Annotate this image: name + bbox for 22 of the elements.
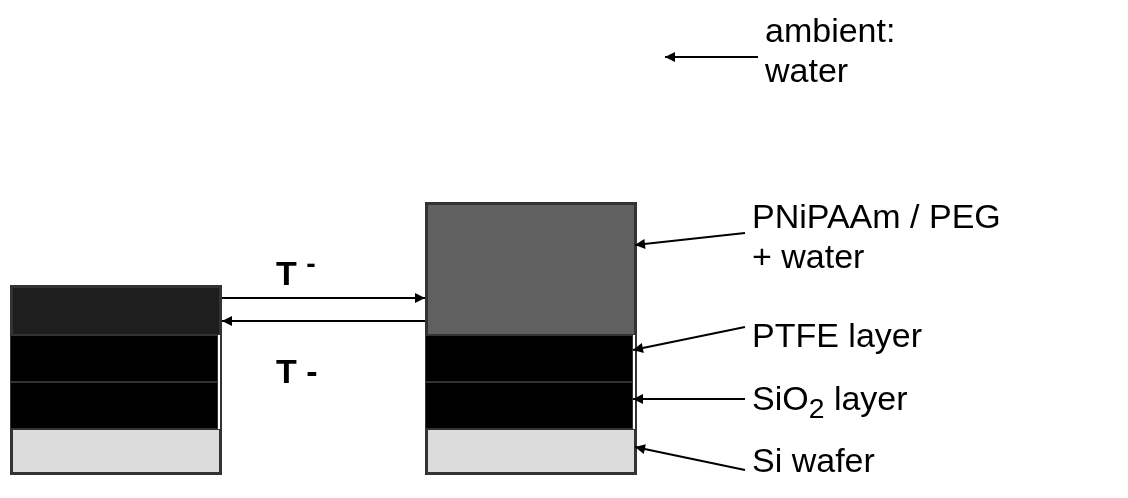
polymer-layer [12, 287, 220, 335]
reaction-arrow [221, 316, 426, 326]
callout-label: PTFE layer [752, 315, 1052, 355]
oxide-layer [10, 382, 218, 429]
callout-label: Si wafer [752, 440, 1052, 480]
leader-line [664, 52, 759, 62]
oxide-layer [425, 382, 633, 429]
callout-label: ambient: water [765, 10, 915, 90]
callout-label: PNiPAAm / PEG + water [752, 196, 1014, 276]
ptfe-layer [10, 335, 218, 382]
callout-label: SiO$_{2}$ layer [752, 378, 1052, 428]
reaction-arrow [221, 293, 426, 303]
layer-stack [10, 285, 222, 475]
leader-line [634, 444, 746, 471]
layer-stack [425, 202, 637, 475]
leader-line [632, 326, 746, 353]
leader-line [634, 232, 746, 249]
silicon-wafer [12, 429, 220, 473]
swollen-polymer-layer [427, 204, 635, 335]
ptfe-layer [425, 335, 633, 382]
leader-line [632, 394, 746, 404]
silicon-wafer [427, 429, 635, 473]
